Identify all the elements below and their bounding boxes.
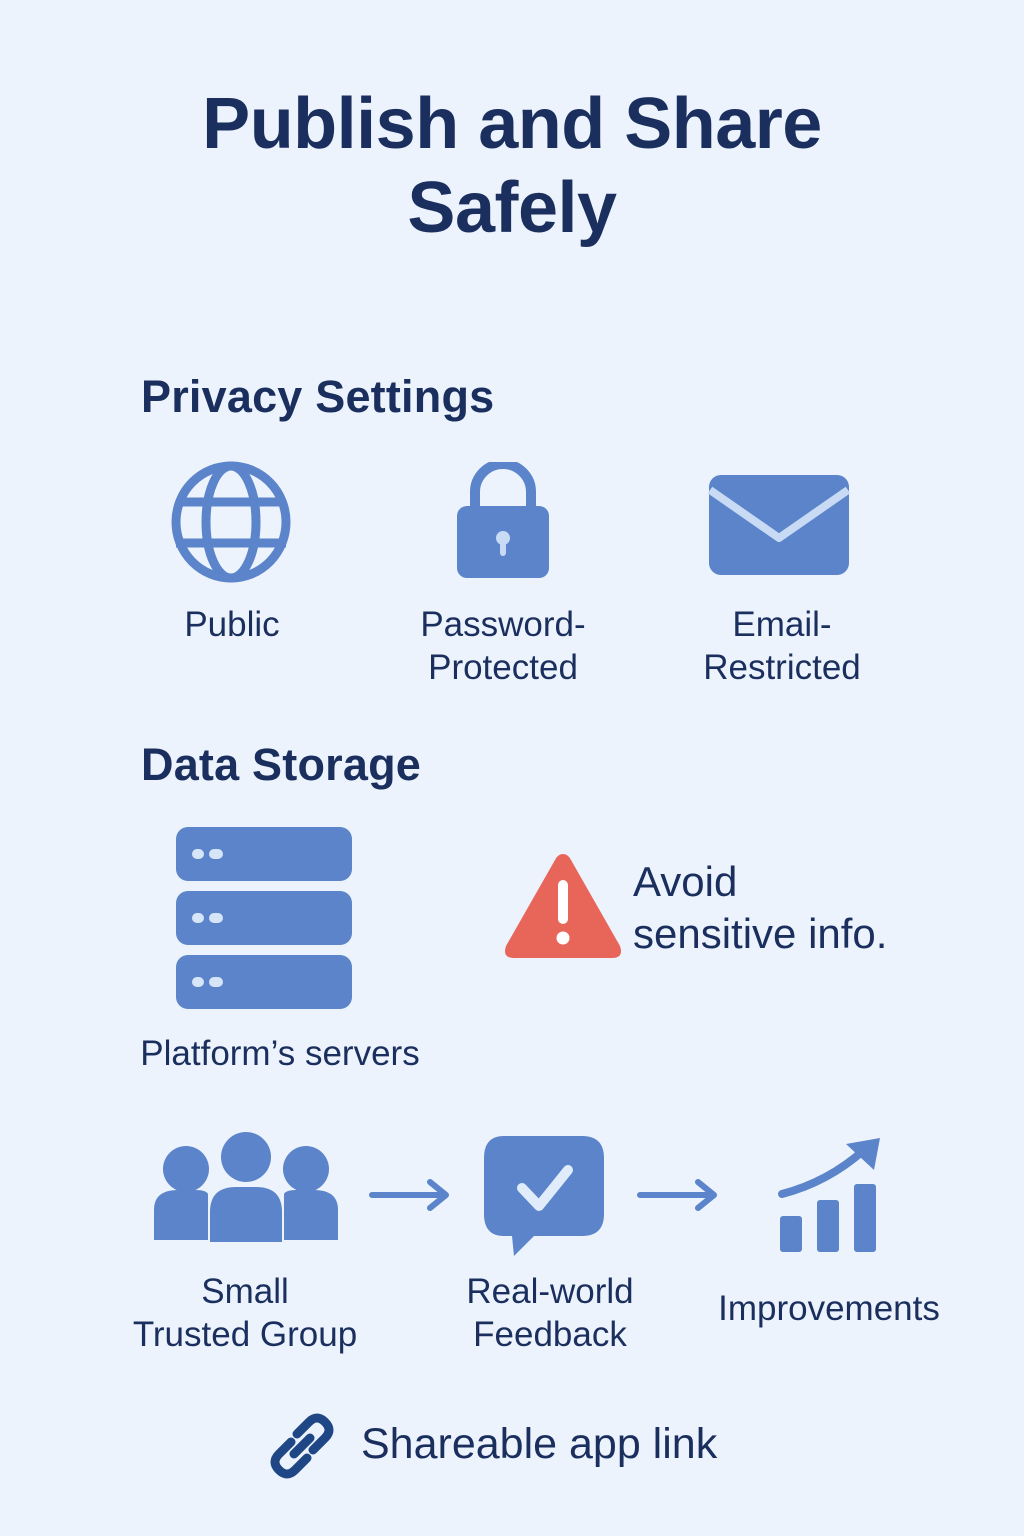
share-link[interactable]: Shareable app link [361, 1420, 718, 1468]
server-stack-icon [175, 826, 353, 1010]
page-title-line2: Safely [407, 168, 617, 248]
privacy-option-password[interactable]: Password- Protected [383, 603, 623, 689]
privacy-option-label-line2: Protected [428, 648, 578, 687]
warning-line1: Avoid [633, 858, 738, 905]
flow-step-label-line1: Improvements [718, 1289, 940, 1328]
group-icon [152, 1132, 340, 1244]
page-title-line1: Publish and Share [202, 84, 822, 164]
data-storage-heading: Data Storage [141, 739, 421, 790]
growth-chart-icon [776, 1136, 884, 1254]
privacy-option-label-line1: Email- [732, 605, 832, 644]
chat-check-icon [482, 1134, 606, 1258]
warning-triangle-icon [502, 850, 624, 962]
privacy-option-label-line1: Password- [420, 605, 586, 644]
arrow-right-icon [368, 1178, 452, 1212]
flow-step-label-line1: Small [201, 1272, 289, 1311]
arrow-right-icon [636, 1178, 720, 1212]
flow-step-feedback: Real-world Feedback [420, 1270, 680, 1356]
privacy-option-label-line2: Restricted [703, 648, 861, 687]
warning-line2: sensitive info. [633, 910, 888, 957]
flow-step-label-line2: Feedback [473, 1315, 627, 1354]
envelope-icon [708, 474, 850, 576]
flow-step-label-line1: Real-world [466, 1272, 634, 1311]
flow-step-label-line2: Trusted Group [132, 1315, 358, 1354]
link-icon[interactable] [267, 1412, 337, 1480]
flow-step-improvements: Improvements [690, 1287, 968, 1330]
flow-step-group: Small Trusted Group [100, 1270, 390, 1356]
privacy-settings-heading: Privacy Settings [141, 371, 495, 422]
server-label: Platform’s servers [140, 1034, 420, 1073]
privacy-option-email[interactable]: Email- Restricted [662, 603, 902, 689]
globe-icon [170, 460, 292, 584]
page-title: Publish and Share Safely [0, 82, 1024, 250]
privacy-option-label: Public [184, 605, 280, 644]
warning-message: Avoid sensitive info. [633, 856, 887, 960]
privacy-option-public[interactable]: Public [132, 603, 332, 646]
lock-icon [455, 462, 551, 580]
